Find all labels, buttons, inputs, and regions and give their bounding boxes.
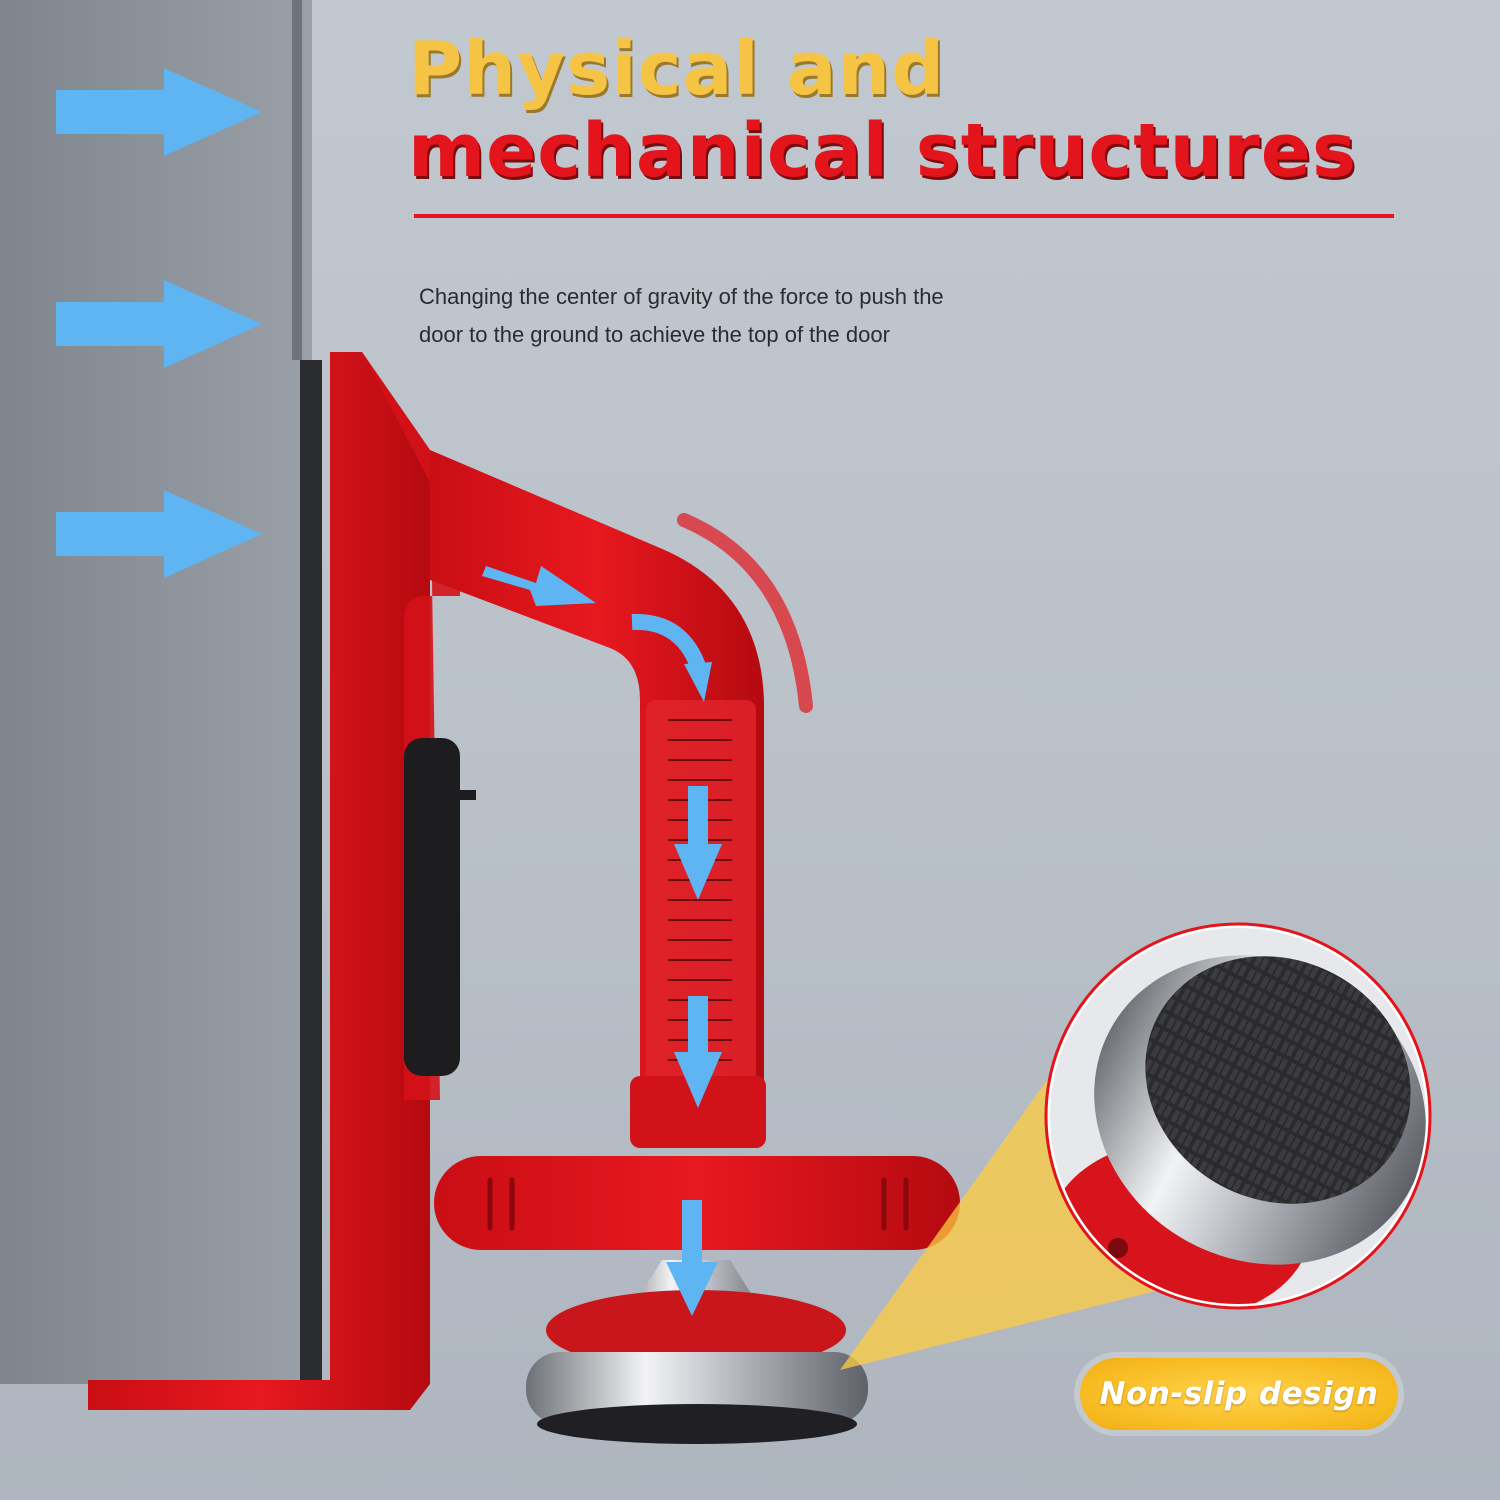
inset-detail <box>1050 928 1426 1304</box>
description-text: Changing the center of gravity of the fo… <box>419 278 1059 354</box>
arrow-down-icon <box>666 1200 718 1316</box>
badge-label: Non-slip design <box>1099 1376 1379 1412</box>
door-edge <box>300 360 322 1384</box>
foot-rubber <box>537 1404 857 1444</box>
description-line-1: Changing the center of gravity of the fo… <box>419 284 944 309</box>
title-underline <box>414 214 1394 218</box>
foot-pad <box>526 1352 868 1424</box>
arrow-down-icon <box>674 786 722 900</box>
door-top-edge <box>292 0 302 360</box>
page-title: Physical and mechanical structures <box>408 32 1357 188</box>
collar <box>630 1076 766 1148</box>
arrow-right-icon <box>56 280 262 368</box>
non-slip-badge: Non-slip design <box>1080 1358 1398 1430</box>
title-line-2: mechanical structures <box>408 108 1357 194</box>
door-panel <box>0 0 312 1384</box>
door-latch <box>404 738 460 1076</box>
stopper-frame <box>88 352 430 1410</box>
foot-ring <box>546 1290 846 1370</box>
motion-arc <box>677 513 813 713</box>
handle-grip-lines <box>487 1177 909 1231</box>
arrow-right-icon <box>56 68 262 156</box>
arrow-right-icon <box>482 566 596 606</box>
title-line-1: Physical and <box>408 26 946 112</box>
latch-pin <box>460 790 476 800</box>
arrow-down-icon <box>674 996 722 1108</box>
curved-arrow-icon <box>631 613 712 702</box>
description-line-2: door to the ground to achieve the top of… <box>419 322 890 347</box>
arrow-right-icon <box>56 490 262 578</box>
